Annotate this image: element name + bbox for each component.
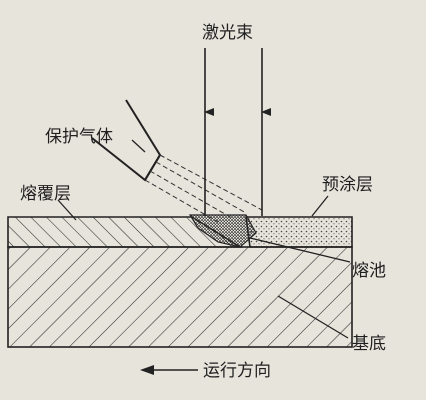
leader-gas (131, 139, 146, 153)
leader-cladding (57, 199, 77, 221)
label-travel-direction: 运行方向 (203, 361, 271, 381)
leader-lines (57, 139, 351, 339)
label-preplaced-coating: 预涂层 (322, 175, 373, 195)
laser-beam-arrows (204, 48, 271, 216)
label-shielding-gas: 保护气体 (45, 127, 113, 147)
label-substrate: 基底 (352, 334, 386, 354)
molten-pool-region (188, 214, 257, 248)
gas-nozzle (91, 99, 162, 182)
label-molten-pool: 熔池 (352, 261, 386, 281)
leader-pool (249, 237, 351, 263)
preplaced-coating-block (245, 216, 353, 248)
label-cladding-layer: 熔覆层 (20, 184, 71, 204)
leader-substrate (277, 295, 349, 339)
leader-coating (311, 195, 329, 217)
substrate-block (7, 246, 353, 348)
travel-direction-arrow (140, 365, 198, 375)
gas-stream (144, 154, 263, 223)
label-laser-beam: 激光束 (202, 23, 253, 43)
